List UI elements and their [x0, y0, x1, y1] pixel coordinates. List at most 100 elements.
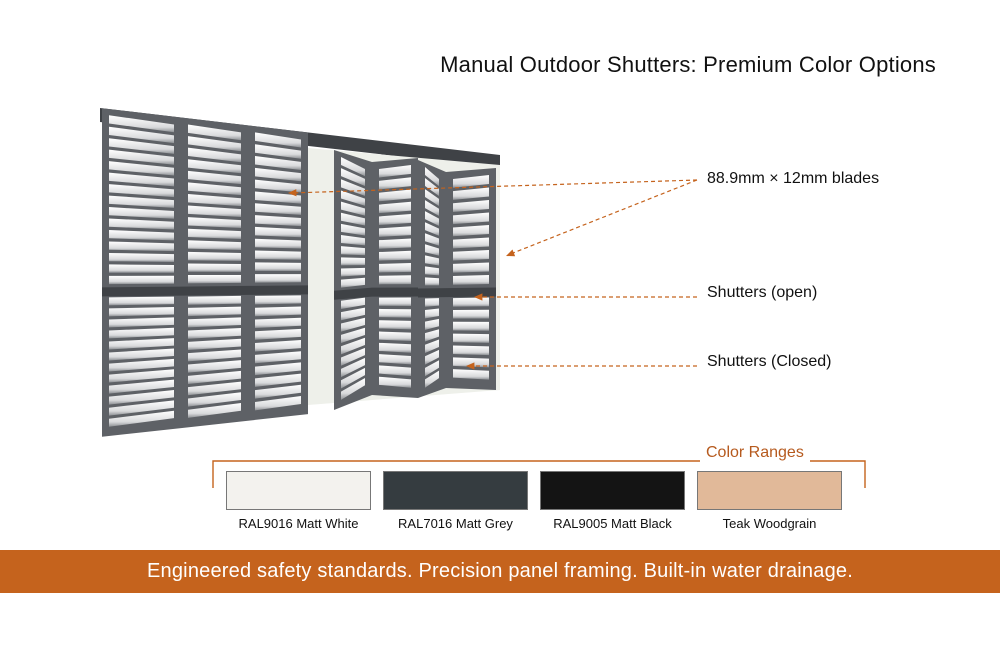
shutter-blade: [109, 218, 174, 230]
shutter-blade: [255, 250, 301, 260]
shutter-blade: [188, 205, 241, 218]
shutter-blade: [109, 138, 174, 154]
shutter-blade: [341, 337, 365, 355]
shutter-blade: [188, 147, 241, 163]
color-swatches: RAL9016 Matt White RAL7016 Matt Grey RAL…: [226, 471, 842, 531]
shutter-blade: [425, 277, 439, 286]
shutter-blade: [379, 214, 411, 225]
shutter-blade: [453, 345, 489, 356]
swatch-grey: [383, 471, 528, 510]
shutter-blade: [188, 295, 241, 305]
shutter-blade: [453, 309, 489, 319]
shutter-blade: [453, 199, 489, 212]
shutter-blade: [255, 351, 301, 364]
swatch-teak: [697, 471, 842, 510]
shutter-blade: [425, 370, 439, 388]
shutter-blade: [188, 328, 241, 339]
shutter-blade: [341, 168, 365, 187]
callout-shutters-closed: Shutters (Closed): [707, 353, 832, 370]
shutter-blade: [341, 179, 365, 196]
shutter-blade: [379, 177, 411, 190]
shutter-blade: [109, 195, 174, 208]
shutter-blade: [255, 373, 301, 387]
shutter-blade: [341, 212, 365, 226]
shutter-blade: [255, 340, 301, 352]
shutter-blade: [453, 357, 489, 368]
shutter-blade: [341, 223, 365, 236]
shutter-blade: [425, 178, 439, 197]
shutter-blade: [255, 328, 301, 340]
shutter-blade: [188, 136, 241, 152]
shutter-blade: [379, 354, 411, 365]
shutter-blade: [341, 257, 365, 266]
swatch-label: RAL7016 Matt Grey: [398, 516, 513, 531]
color-ranges-title: Color Ranges: [700, 444, 810, 462]
shutter-blade: [188, 182, 241, 196]
shutter-blade: [188, 228, 241, 239]
shutter-blade: [255, 306, 301, 317]
mid-rail: [334, 287, 372, 300]
shutter-blade: [379, 275, 411, 285]
shutter-blade: [341, 307, 365, 321]
shutter-blade: [188, 124, 241, 141]
shutter-blade: [109, 275, 174, 285]
shutter-blade: [188, 338, 241, 351]
shutter-blade: [341, 190, 365, 206]
shutter-blade: [255, 132, 301, 148]
shutter-blade: [109, 264, 174, 273]
shutter-blade: [425, 308, 439, 319]
shutter-blade: [425, 329, 439, 342]
swatch-item-white: RAL9016 Matt White: [226, 471, 371, 531]
swatch-label: Teak Woodgrain: [722, 516, 817, 531]
shutter-blade: [109, 348, 174, 361]
shutter-blade: [379, 331, 411, 342]
arrowhead-icon: [288, 189, 297, 197]
shutter-blade: [188, 263, 241, 272]
shutter-blade: [453, 369, 489, 380]
swatch-label: RAL9016 Matt White: [238, 516, 359, 531]
callout-line-blades-1: [289, 179, 698, 194]
shutter-blade: [453, 249, 489, 261]
shutter-blade: [425, 167, 439, 187]
shutter-blade: [188, 360, 241, 373]
shutter-blade: [341, 377, 365, 400]
shutter-blade: [341, 246, 365, 256]
shutter-blade: [255, 191, 301, 204]
shutter-blade: [109, 338, 174, 350]
shutter-blade: [109, 184, 174, 198]
shutter-blade: [379, 263, 411, 273]
swatch-black: [540, 471, 685, 510]
shutter-blade: [188, 240, 241, 250]
shutter-blade: [425, 339, 439, 354]
shutter-blade: [188, 349, 241, 362]
footer-banner: Engineered safety standards. Precision p…: [0, 550, 1000, 593]
shutter-blade: [379, 376, 411, 388]
shutter-blade: [255, 215, 301, 227]
shutter-blade: [453, 333, 489, 343]
shutter-blade: [453, 237, 489, 249]
swatch-item-teak: Teak Woodgrain: [697, 471, 842, 531]
shutter-blade: [188, 170, 241, 185]
shutter-blade: [255, 317, 301, 328]
shutter-blade: [341, 367, 365, 389]
mid-rail: [181, 285, 248, 296]
shutter-blade: [109, 369, 174, 383]
shutter-blade: [341, 235, 365, 246]
shutter-blade: [109, 389, 174, 405]
shutter-blade: [341, 357, 365, 378]
shutter-blade: [341, 297, 365, 309]
arrowhead-icon: [466, 362, 475, 370]
shutter-blade: [109, 317, 174, 328]
shutter-blade: [379, 320, 411, 330]
shutter-blade: [109, 327, 174, 339]
shutter-blade: [109, 400, 174, 416]
shutter-blade: [379, 308, 411, 318]
swatch-item-black: RAL9005 Matt Black: [540, 471, 685, 531]
mid-rail: [372, 287, 418, 297]
shutter-blade: [188, 392, 241, 407]
shutter-blade: [255, 226, 301, 238]
callout-shutters-open: Shutters (open): [707, 284, 818, 301]
shutter-blade: [425, 318, 439, 330]
shutter-blade: [453, 187, 489, 200]
shutter-blade: [109, 161, 174, 176]
